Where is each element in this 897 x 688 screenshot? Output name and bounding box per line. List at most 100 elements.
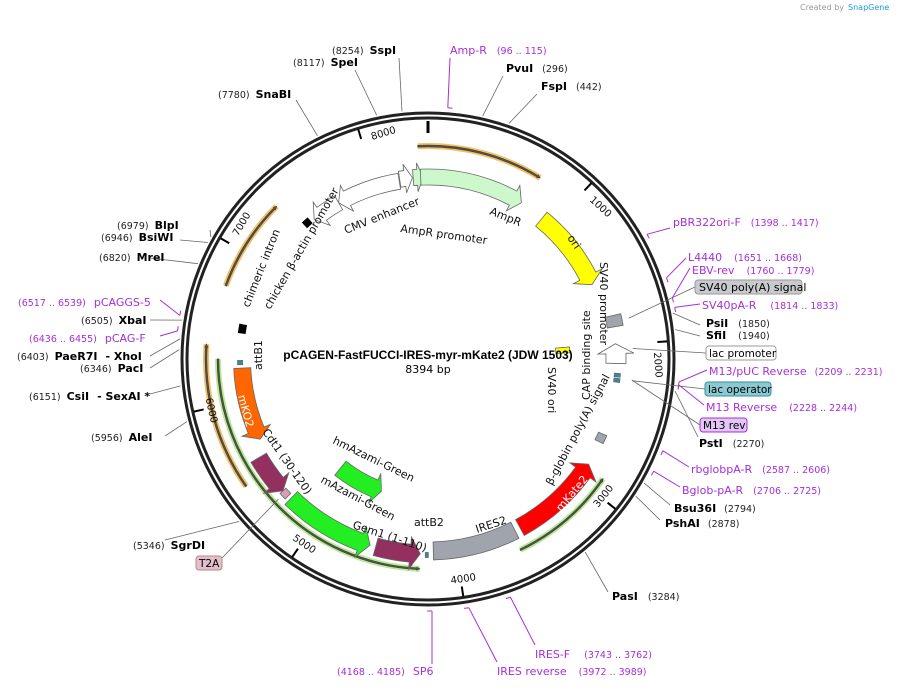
feature-ori — [535, 211, 604, 286]
feature-chicken-actin-promoter — [312, 195, 344, 227]
site-pvui[interactable]: PvuI(296) — [506, 62, 568, 75]
tick-label: 4000 — [450, 572, 477, 587]
feature-label-ampr: AmpR — [488, 205, 524, 229]
primer-mark — [674, 307, 677, 313]
feature-label-sv40-promoter: SV40 promoter — [597, 262, 610, 346]
site-sgrdi[interactable]: (5346)SgrDI — [133, 539, 205, 552]
primer-ires-reverse[interactable]: IRES reverse(3972 .. 3989) — [497, 665, 647, 678]
site-leader-line — [164, 521, 240, 541]
svg-text:SV40 poly(A) signal: SV40 poly(A) signal — [699, 281, 806, 294]
tick-mark — [460, 586, 465, 597]
primer-rbglobpa-r[interactable]: rbglobpA-R(2587 .. 2606) — [691, 463, 830, 476]
site-pshai[interactable]: PshAI(2878) — [665, 517, 739, 530]
orf-arrow — [216, 358, 421, 571]
tick-label: 6000 — [203, 397, 219, 424]
primer-pbr322ori-f[interactable]: pBR322ori-F(1398 .. 1417) — [673, 216, 819, 229]
site-paci[interactable]: (6346)PacI — [80, 362, 143, 375]
primer-sp6[interactable]: (4168 .. 4185)SP6 — [337, 665, 433, 678]
site-leader-line — [674, 390, 699, 438]
feature-gem1-1-110- — [372, 535, 421, 571]
feature-attb1 — [237, 360, 243, 366]
site-sfii[interactable]: SfiI(1940) — [706, 329, 770, 342]
primer-leader-line — [447, 57, 451, 108]
callout-leader-line — [221, 498, 279, 559]
site-leader-line — [398, 57, 403, 112]
tick-mark — [357, 129, 363, 140]
site-paer7i-xhoi[interactable]: (6403)PaeR7I- XhoI — [17, 350, 142, 363]
tick-label: 8000 — [370, 125, 398, 143]
tick-mark — [291, 548, 299, 558]
feature-ires2 — [432, 521, 520, 561]
feature-chimeric-intron — [301, 217, 313, 229]
site-bsiwi[interactable]: (6946)BsiWI — [101, 231, 174, 244]
site-leader-line — [164, 421, 188, 437]
primer-ebv-rev[interactable]: EBV-rev(1760 .. 1779) — [692, 264, 814, 277]
site-leader-line — [149, 349, 180, 369]
tick-mark — [193, 408, 204, 413]
site-leader-line — [179, 239, 208, 243]
site-sspi[interactable]: (8254)SspI — [332, 44, 396, 57]
site-csii-sexai[interactable]: (6151)CsiI- SexAI * — [29, 390, 150, 403]
site-psti[interactable]: PstI(2270) — [699, 437, 764, 450]
site-bsu36i[interactable]: Bsu36I(2794) — [674, 502, 756, 515]
site-snabi[interactable]: (7780)SnaBI — [218, 88, 291, 101]
primer-mark — [671, 297, 674, 303]
backbone-ring — [180, 111, 676, 607]
feature-unlabeled-2 — [397, 163, 413, 193]
primer-pcag-f[interactable]: (6436 .. 6455)pCAG-F — [29, 332, 146, 345]
site-alei[interactable]: (5956)AleI — [91, 431, 152, 444]
tick-mark — [583, 182, 593, 192]
site-mrei[interactable]: (6820)MreI — [99, 251, 165, 264]
svg-text:T2A: T2A — [198, 558, 220, 570]
callout-lac-promoter[interactable]: lac promoter — [705, 345, 777, 361]
primer-leader-line — [662, 450, 690, 468]
svg-text:lac operator: lac operator — [708, 384, 772, 396]
primer-mark — [179, 310, 182, 316]
svg-text:M13 rev: M13 rev — [703, 420, 746, 432]
callout-leader-line — [631, 380, 706, 390]
primer-sv40pa-r[interactable]: SV40pA-R(1814 .. 1833) — [702, 299, 838, 312]
callout-leader-line — [628, 286, 696, 319]
primer-m13-puc-reverse[interactable]: M13/pUC Reverse(2209 .. 2231) — [709, 365, 882, 378]
callout-m13-rev[interactable]: M13 rev — [699, 417, 748, 433]
primer-ires-f[interactable]: IRES-F(3743 .. 3762) — [535, 648, 652, 661]
callout-leader-line — [631, 379, 701, 426]
feature-unlabeled-22 — [237, 323, 248, 335]
orf-arrow — [519, 477, 604, 552]
primer-mark — [666, 277, 669, 283]
feature-mkate2 — [515, 462, 597, 537]
feature-label-cap-binding-site: CAP binding site — [580, 310, 593, 400]
feature-cdt1-30-120- — [250, 452, 290, 494]
tick-label: 2000 — [651, 352, 664, 378]
orf-arrow — [417, 144, 541, 179]
primer-bglob-pa-r[interactable]: Bglob-pA-R(2706 .. 2725) — [682, 484, 821, 497]
feature-label-attb2: attB2 — [414, 516, 444, 529]
site-pasi[interactable]: PasI(3284) — [612, 590, 679, 603]
site-leader-line — [672, 312, 701, 326]
site-psii[interactable]: PsiI(1850) — [706, 317, 770, 330]
site-fspi[interactable]: FspI(442) — [541, 80, 602, 93]
primer-leader-line — [674, 303, 701, 308]
primer-leader-line — [646, 227, 671, 235]
primer-leader-line — [509, 596, 536, 646]
primer-amp-r[interactable]: Amp-R(96 .. 115) — [450, 44, 547, 57]
plasmid-length: 8394 bp — [405, 363, 450, 376]
feature-t2a — [279, 487, 292, 500]
callout-sv40-polya[interactable]: SV40 poly(A) signal — [694, 279, 806, 295]
site-leader-line — [209, 229, 212, 238]
feature-cap-binding-site — [613, 372, 621, 378]
primer-m13-reverse[interactable]: M13 Reverse(2228 .. 2244) — [706, 401, 857, 414]
callout-t2a[interactable]: T2A — [195, 555, 223, 571]
primer-pcaggs-5[interactable]: (6517 .. 6539)pCAGGS-5 — [18, 296, 151, 309]
site-spei[interactable]: (8117)SpeI — [293, 56, 358, 69]
primer-l4440[interactable]: L4440(1651 .. 1668) — [688, 251, 802, 264]
site-xbai[interactable]: (6505)XbaI — [81, 314, 146, 327]
feature-mko2 — [233, 367, 272, 440]
primer-leader-line — [678, 384, 705, 406]
feature-label-ampr-promoter: AmpR promoter — [400, 222, 489, 247]
callout-lac-operator[interactable]: lac operator — [704, 381, 772, 397]
svg-text:lac promoter: lac promoter — [709, 348, 777, 360]
site-blpi[interactable]: (6979)BlpI — [117, 219, 179, 232]
